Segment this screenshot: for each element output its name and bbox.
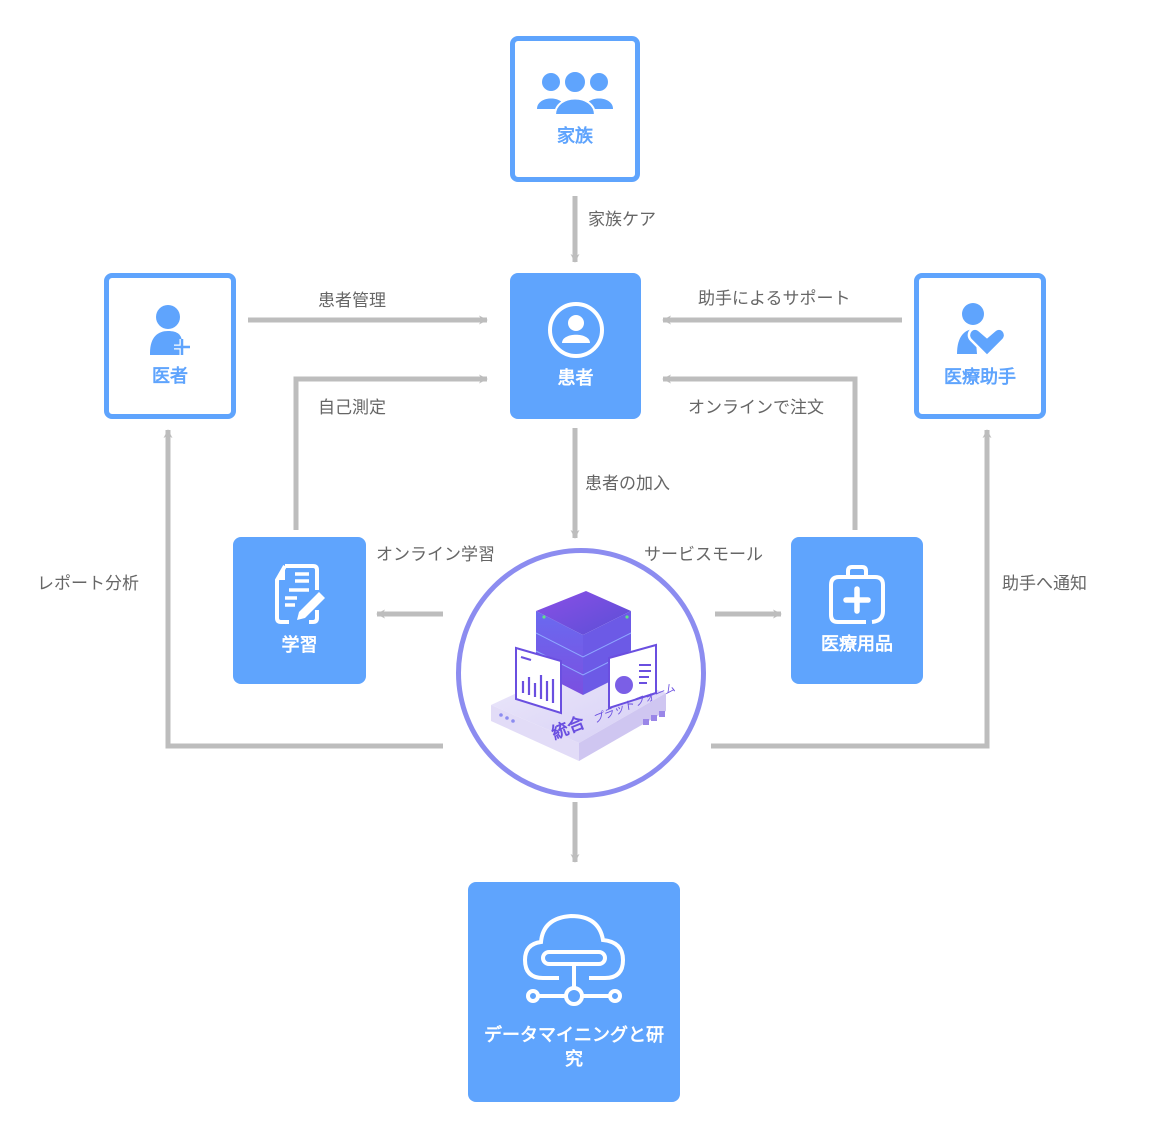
node-medical-supplies[interactable]: 医療用品 <box>791 537 923 684</box>
arrow-report-analysis <box>163 429 443 749</box>
edge-label-self-measurement: 自己測定 <box>318 398 386 418</box>
node-learning[interactable]: 学習 <box>233 537 366 684</box>
node-label: 医者 <box>152 366 188 387</box>
group-users-icon <box>537 70 613 116</box>
node-label: 医療助手 <box>944 367 1016 388</box>
node-family[interactable]: 家族 <box>510 36 640 182</box>
edge-label-service-mall: サービスモール <box>644 545 763 565</box>
edge-label-notify-assistant: 助手へ通知 <box>1002 574 1087 594</box>
node-data-mining[interactable]: データマイニングと研究 <box>468 882 680 1102</box>
edge-label-family-care: 家族ケア <box>588 210 656 230</box>
edge-label-assistant-support: 助手によるサポート <box>698 289 851 309</box>
node-doctor[interactable]: 医者 <box>104 273 236 419</box>
document-pen-icon <box>274 563 325 624</box>
edge-label-online-order: オンラインで注文 <box>688 398 824 418</box>
medical-kit-icon <box>829 564 885 624</box>
node-label: 家族 <box>557 126 593 147</box>
node-label: 医療用品 <box>821 633 893 655</box>
integrated-platform-hub[interactable]: 統合 プラットフォーム <box>456 548 706 798</box>
node-medical-assistant[interactable]: 医療助手 <box>914 273 1046 419</box>
node-label: 患者 <box>557 368 594 389</box>
edge-label-report-analysis: レポート分析 <box>37 574 139 594</box>
edge-label-online-learning: オンライン学習 <box>376 545 495 565</box>
cloud-network-icon <box>522 913 626 1006</box>
arrow-notify-assistant <box>711 429 992 749</box>
edge-label-patient-management: 患者管理 <box>318 291 386 311</box>
edge-label-patient-join: 患者の加入 <box>585 474 670 494</box>
node-patient[interactable]: 患者 <box>510 273 641 419</box>
arrow-online-order <box>662 374 858 530</box>
arrow-self-measurement <box>293 374 488 530</box>
node-label: データマイニングと研究 <box>484 1025 664 1070</box>
doctor-plus-icon <box>150 305 190 355</box>
user-circle-icon <box>547 302 604 358</box>
platform-server-icon <box>491 591 666 761</box>
node-label: 学習 <box>281 634 318 656</box>
user-heart-icon <box>957 303 1005 358</box>
